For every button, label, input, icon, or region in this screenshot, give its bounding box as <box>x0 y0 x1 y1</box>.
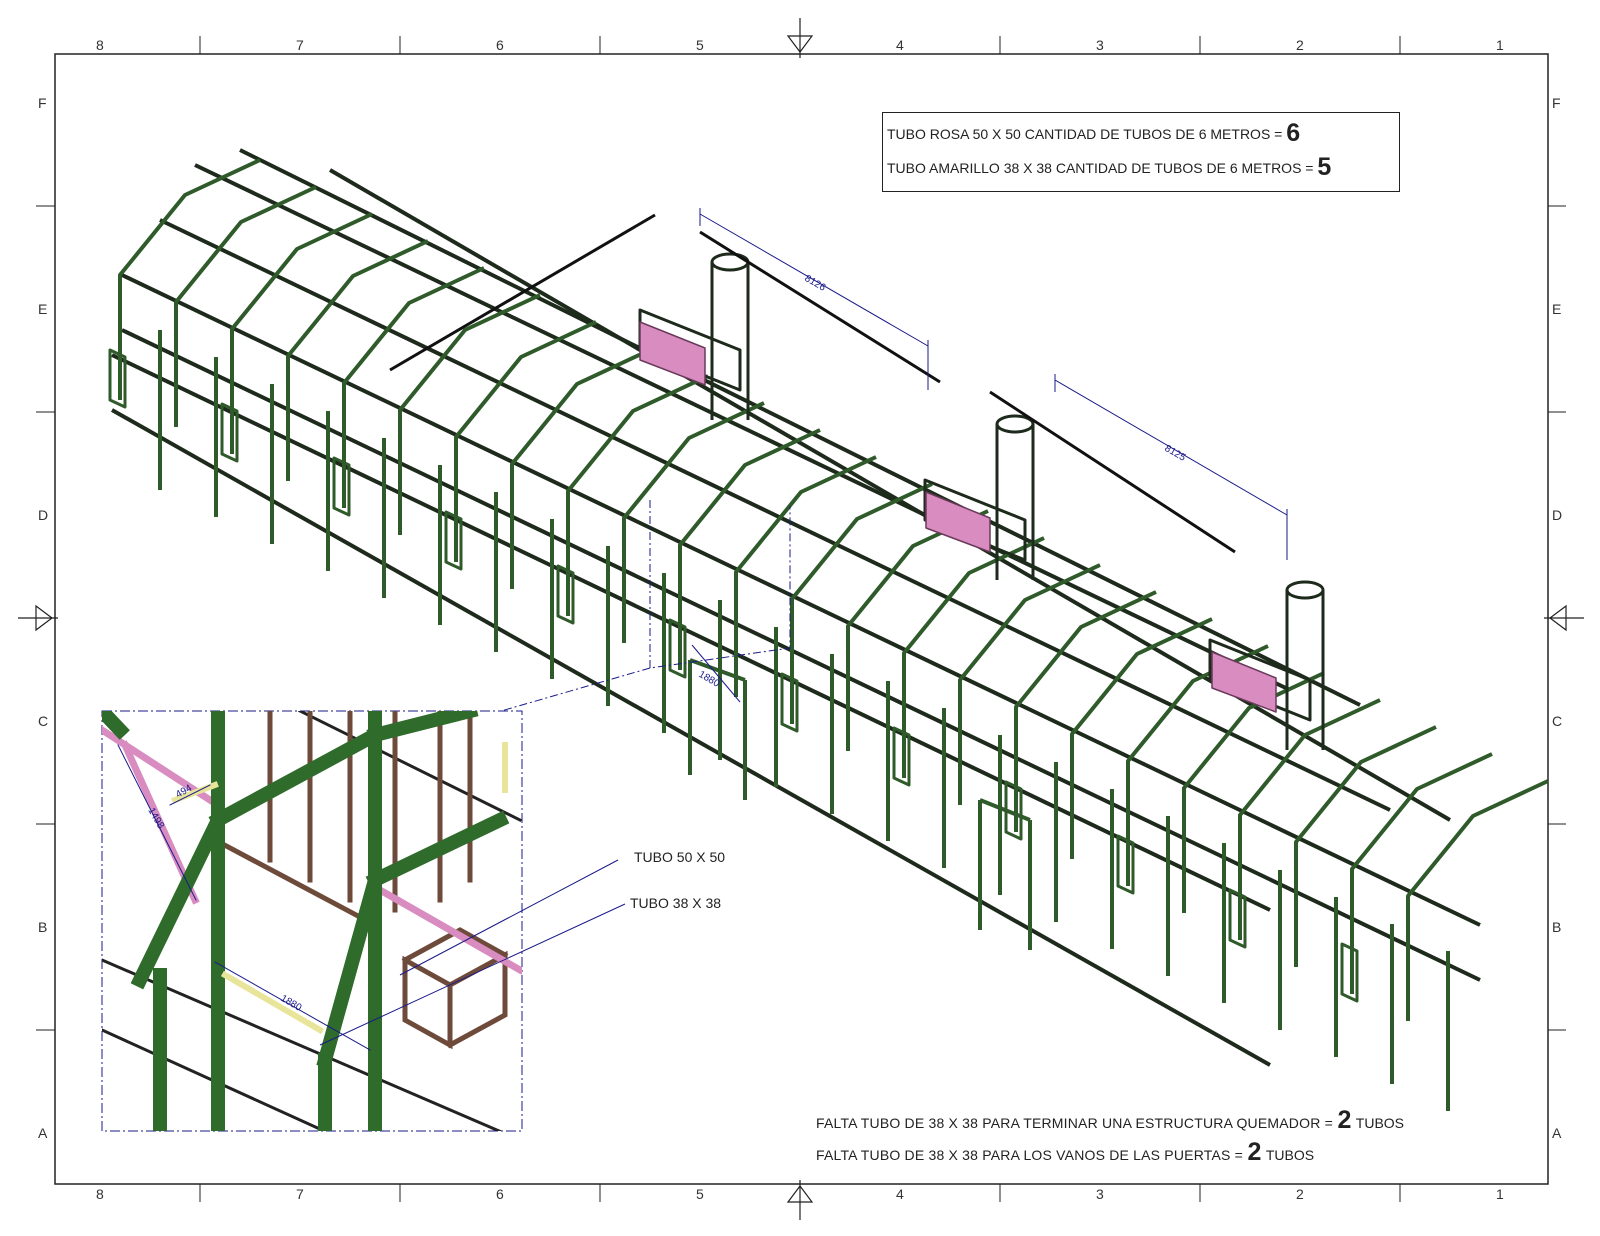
base-bracket <box>1340 942 1359 1003</box>
col-label-bottom-6: 6 <box>496 1186 504 1202</box>
dimension-span-2: 8125 <box>1163 443 1188 464</box>
row-label-right-F: F <box>1552 95 1561 111</box>
row-label-left-E: E <box>38 301 47 317</box>
col-label-top-2: 2 <box>1296 37 1304 53</box>
pink-burner-blocks <box>639 321 1277 713</box>
qty-amarillo-value: 5 <box>1317 153 1332 181</box>
qty-rosa-value: 6 <box>1286 119 1301 147</box>
portal-frame <box>510 347 653 679</box>
row-label-right-B: B <box>1552 919 1561 935</box>
missing-note-1-value: 2 <box>1337 1106 1352 1134</box>
callout-leaders <box>319 859 626 1046</box>
row-label-left-D: D <box>38 507 48 523</box>
col-label-bottom-2: 2 <box>1296 1186 1304 1202</box>
portal-frame <box>622 401 765 733</box>
row-label-right-A: A <box>1552 1125 1562 1141</box>
door-openings <box>688 658 1032 950</box>
col-label-bottom-3: 3 <box>1096 1186 1104 1202</box>
portal-frame <box>174 185 317 517</box>
grid-column-labels: 8 7 6 5 4 3 2 1 8 7 6 5 4 3 2 1 <box>96 37 1504 1202</box>
callout-tubo-50: TUBO 50 X 50 <box>634 849 725 865</box>
col-label-top-7: 7 <box>296 37 304 53</box>
base-bracket <box>220 402 239 463</box>
col-label-bottom-1: 1 <box>1496 1186 1504 1202</box>
row-label-left-A: A <box>38 1125 48 1141</box>
portal-frame <box>454 320 597 652</box>
portal-frame <box>118 158 261 490</box>
portal-frame <box>958 563 1101 895</box>
callout-tubo-38: TUBO 38 X 38 <box>630 895 721 911</box>
sheet-border <box>54 53 1549 1185</box>
base-bracket <box>1228 888 1247 949</box>
col-label-top-3: 3 <box>1096 37 1104 53</box>
col-label-top-4: 4 <box>896 37 904 53</box>
portal-frame <box>230 212 373 544</box>
col-label-bottom-7: 7 <box>296 1186 304 1202</box>
portal-frame <box>790 482 933 814</box>
portal-frames <box>108 158 1549 1111</box>
portal-frame <box>1294 725 1437 1057</box>
isometric-structure <box>108 148 1549 1111</box>
base-bracket <box>1116 834 1135 895</box>
col-label-bottom-4: 4 <box>896 1186 904 1202</box>
portal-frame <box>1350 752 1493 1084</box>
missing-note-2-unit: TUBOS <box>1265 1147 1315 1163</box>
qty-row-amarillo: TUBO AMARILLO 38 X 38 CANTIDAD DE TUBOS … <box>887 153 1331 182</box>
row-label-right-C: C <box>1552 713 1562 729</box>
base-bracket <box>668 618 687 679</box>
col-label-bottom-8: 8 <box>96 1186 104 1202</box>
detail-inset: 494 1498 1880 <box>101 710 523 1132</box>
row-label-right-E: E <box>1552 301 1561 317</box>
missing-note-1: FALTA TUBO DE 38 X 38 PARA TERMINAR UNA … <box>816 1106 1404 1135</box>
grid-row-labels: F E D C B A F E D C B A <box>38 95 1562 1141</box>
base-bracket <box>1004 780 1023 841</box>
row-label-left-F: F <box>38 95 47 111</box>
column-ticks <box>199 36 1401 1202</box>
portal-frame <box>398 293 541 625</box>
missing-note-1-unit: TUBOS <box>1355 1115 1405 1131</box>
col-label-top-5: 5 <box>696 37 704 53</box>
qty-rosa-label: TUBO ROSA 50 X 50 CANTIDAD DE TUBOS DE 6… <box>887 126 1283 142</box>
portal-frame <box>902 536 1045 868</box>
portal-frame <box>1238 698 1381 1030</box>
col-label-top-8: 8 <box>96 37 104 53</box>
missing-note-2-value: 2 <box>1247 1138 1262 1166</box>
base-bracket <box>892 726 911 787</box>
row-label-left-B: B <box>38 919 47 935</box>
base-bracket <box>780 672 799 733</box>
col-label-top-1: 1 <box>1496 37 1504 53</box>
base-bracket <box>332 456 351 517</box>
base-bracket <box>108 348 127 409</box>
portal-frame <box>342 266 485 598</box>
missing-note-2: FALTA TUBO DE 38 X 38 PARA LOS VANOS DE … <box>816 1138 1314 1167</box>
col-label-top-6: 6 <box>496 37 504 53</box>
base-bracket <box>556 564 575 625</box>
row-label-left-C: C <box>38 713 48 729</box>
portal-frame <box>566 374 709 706</box>
portal-frame <box>1406 779 1549 1111</box>
top-beams <box>389 213 1236 554</box>
missing-note-2-label: FALTA TUBO DE 38 X 38 PARA LOS VANOS DE … <box>816 1147 1244 1163</box>
qty-row-rosa: TUBO ROSA 50 X 50 CANTIDAD DE TUBOS DE 6… <box>887 119 1300 148</box>
portal-frame <box>734 455 877 787</box>
portal-frame <box>286 239 429 571</box>
tube-quantity-box: TUBO ROSA 50 X 50 CANTIDAD DE TUBOS DE 6… <box>882 112 1400 192</box>
burner-tower-3 <box>1208 580 1325 750</box>
row-ticks <box>36 205 1566 1031</box>
base-bracket <box>444 510 463 571</box>
dimension-span-1: 8126 <box>803 273 828 294</box>
portal-frame <box>678 428 821 760</box>
portal-frame <box>1014 590 1157 922</box>
center-marks <box>18 18 1584 1220</box>
portal-frame <box>1070 617 1213 949</box>
row-label-right-D: D <box>1552 507 1562 523</box>
col-label-bottom-5: 5 <box>696 1186 704 1202</box>
missing-note-1-label: FALTA TUBO DE 38 X 38 PARA TERMINAR UNA … <box>816 1115 1333 1131</box>
burner-tower-2 <box>923 414 1035 580</box>
qty-amarillo-label: TUBO AMARILLO 38 X 38 CANTIDAD DE TUBOS … <box>887 160 1314 176</box>
